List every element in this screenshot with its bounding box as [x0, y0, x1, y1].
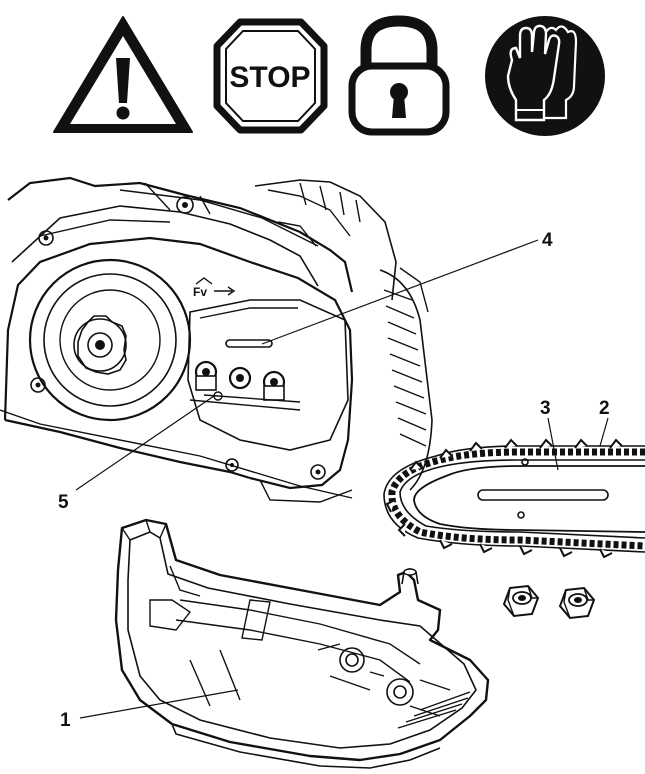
leader-line-3	[547, 417, 559, 471]
stop-label: STOP	[229, 61, 310, 94]
leader-line-1	[79, 689, 239, 719]
leader-lines	[75, 239, 609, 719]
chainsaw-body: Fv	[0, 176, 433, 503]
bar-nuts	[502, 584, 596, 620]
leader-line-4	[261, 239, 539, 345]
callout-5: 5	[58, 492, 69, 513]
leader-line-2	[599, 417, 609, 447]
callout-1: 1	[60, 710, 71, 731]
leader-line-5	[75, 395, 215, 491]
bar-nut-left	[502, 584, 540, 618]
svg-text:Fv: Fv	[193, 285, 207, 299]
gloves-icon	[485, 16, 605, 136]
callout-3: 3	[540, 398, 551, 419]
warning-triangle-icon	[53, 16, 193, 133]
padlock-icon	[348, 15, 450, 136]
bar-nut-right	[558, 586, 596, 620]
callout-2: 2	[599, 398, 610, 419]
stop-sign-icon: STOP	[213, 18, 328, 134]
callout-4: 4	[542, 230, 553, 251]
side-cover	[114, 518, 490, 769]
guide-bar-and-chain	[383, 438, 645, 559]
